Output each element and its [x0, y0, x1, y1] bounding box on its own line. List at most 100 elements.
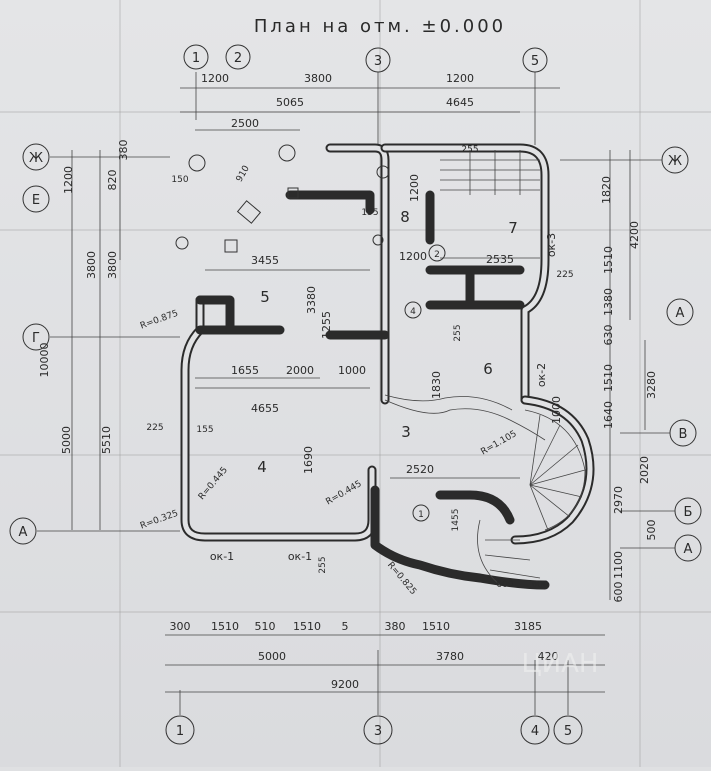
svg-text:630: 630 — [602, 325, 615, 346]
dims-bottom: 300 1510 510 1510 5 380 1510 3185 5000 3… — [165, 620, 605, 693]
svg-text:1455: 1455 — [451, 509, 461, 532]
svg-text:1200: 1200 — [446, 72, 474, 85]
svg-text:5000: 5000 — [258, 650, 286, 663]
room-3: 3 — [401, 423, 411, 441]
svg-text:500: 500 — [645, 520, 658, 541]
axis-bubble-bottom-5: 5 — [553, 715, 583, 745]
svg-text:600: 600 — [612, 582, 625, 603]
room-4-tag: 4 — [410, 307, 416, 317]
svg-text:5065: 5065 — [276, 96, 304, 109]
svg-text:5: 5 — [564, 724, 572, 739]
svg-text:2970: 2970 — [612, 486, 625, 514]
svg-text:2: 2 — [234, 51, 242, 66]
dims-left: 1200 3800 10000 5000 5510 3800 820 380 — [38, 140, 130, 530]
svg-text:1: 1 — [192, 51, 200, 66]
svg-text:3800: 3800 — [85, 251, 98, 279]
svg-text:9200: 9200 — [331, 678, 359, 691]
svg-text:255: 255 — [453, 324, 463, 341]
axis-bubble-right-a-upper: А — [666, 298, 694, 326]
dims-interior: 3455 3380 1255 1655 2000 1000 4655 1690 … — [146, 145, 573, 590]
svg-text:1000: 1000 — [550, 396, 563, 424]
axis-bubble-top-3: 3 — [365, 47, 391, 73]
svg-text:255: 255 — [318, 556, 328, 573]
svg-text:Е: Е — [32, 193, 40, 208]
svg-text:300: 300 — [170, 620, 191, 633]
svg-text:155: 155 — [361, 208, 378, 218]
svg-text:3185: 3185 — [514, 620, 542, 633]
svg-text:255: 255 — [461, 145, 478, 155]
svg-text:150: 150 — [171, 175, 188, 185]
axis-bubble-bottom-4: 4 — [520, 715, 550, 745]
svg-text:10000: 10000 — [38, 343, 51, 378]
svg-text:3: 3 — [374, 54, 382, 69]
svg-text:Б: Б — [684, 505, 693, 520]
dims-right: 1820 4200 1510 1380 630 1510 3280 1640 2… — [600, 150, 658, 603]
stair-upper — [440, 150, 540, 195]
room-4: 4 — [257, 458, 267, 476]
svg-text:2520: 2520 — [406, 463, 434, 476]
stair-lower — [477, 519, 541, 586]
svg-text:1690: 1690 — [302, 446, 315, 474]
svg-text:1380: 1380 — [602, 288, 615, 316]
svg-text:155: 155 — [196, 425, 213, 435]
svg-text:4655: 4655 — [251, 402, 279, 415]
svg-text:3280: 3280 — [645, 371, 658, 399]
svg-text:910: 910 — [235, 164, 252, 184]
svg-text:225: 225 — [556, 270, 573, 280]
svg-text:5510: 5510 — [100, 426, 113, 454]
svg-text:1200: 1200 — [408, 174, 421, 202]
svg-text:3800: 3800 — [106, 251, 119, 279]
svg-text:1510: 1510 — [602, 364, 615, 392]
svg-text:1510: 1510 — [422, 620, 450, 633]
corridor-curve-2 — [384, 394, 513, 411]
svg-text:Ж: Ж — [29, 151, 43, 166]
axis-bubble-top-1: 1 — [183, 44, 209, 70]
svg-text:2500: 2500 — [231, 117, 259, 130]
svg-text:1200: 1200 — [201, 72, 229, 85]
axis-bubble-top-5: 5 — [522, 47, 548, 73]
svg-text:380: 380 — [385, 620, 406, 633]
axis-bubble-left-e: Е — [22, 185, 50, 213]
svg-text:ок-2: ок-2 — [535, 363, 548, 387]
svg-text:R=0.875: R=0.875 — [139, 309, 180, 332]
svg-text:225: 225 — [146, 423, 163, 433]
svg-text:1255: 1255 — [320, 311, 333, 339]
svg-text:А: А — [19, 525, 28, 540]
axis-lines-vertical — [179, 72, 569, 715]
axis-bubble-right-a: А — [674, 534, 702, 562]
axis-bubble-right-b: Б — [674, 497, 702, 525]
svg-text:1510: 1510 — [293, 620, 321, 633]
svg-text:2000: 2000 — [286, 364, 314, 377]
svg-text:1100: 1100 — [612, 551, 625, 579]
room-7: 7 — [508, 219, 518, 237]
svg-text:820: 820 — [106, 170, 119, 191]
svg-text:5: 5 — [342, 620, 349, 633]
corridor-curve — [384, 399, 546, 441]
svg-text:5: 5 — [531, 54, 539, 69]
svg-text:600: 600 — [531, 580, 548, 590]
svg-text:3380: 3380 — [305, 286, 318, 314]
axis-bubble-left-g: Г — [22, 323, 50, 351]
watermark: ЦИАН — [522, 649, 599, 679]
svg-text:1510: 1510 — [602, 246, 615, 274]
svg-text:4: 4 — [531, 724, 539, 739]
svg-text:1000: 1000 — [338, 364, 366, 377]
svg-text:А: А — [676, 306, 685, 321]
room-8: 8 — [400, 208, 410, 226]
axis-bubble-left-zh: Ж — [22, 143, 50, 171]
exterior-walls — [180, 143, 595, 590]
room-2-tag: 2 — [434, 250, 440, 260]
svg-text:1200: 1200 — [62, 166, 75, 194]
svg-text:В: В — [679, 427, 688, 442]
svg-text:R=0.445: R=0.445 — [197, 465, 230, 502]
svg-text:1820: 1820 — [600, 176, 613, 204]
svg-text:R=0.445: R=0.445 — [324, 479, 363, 507]
plan-title: План на отм. ±0.000 — [254, 16, 506, 37]
room-1-tag: 1 — [418, 510, 424, 520]
axis-bubble-bottom-3: 3 — [363, 715, 393, 745]
room-6: 6 — [483, 360, 493, 378]
svg-text:4645: 4645 — [446, 96, 474, 109]
